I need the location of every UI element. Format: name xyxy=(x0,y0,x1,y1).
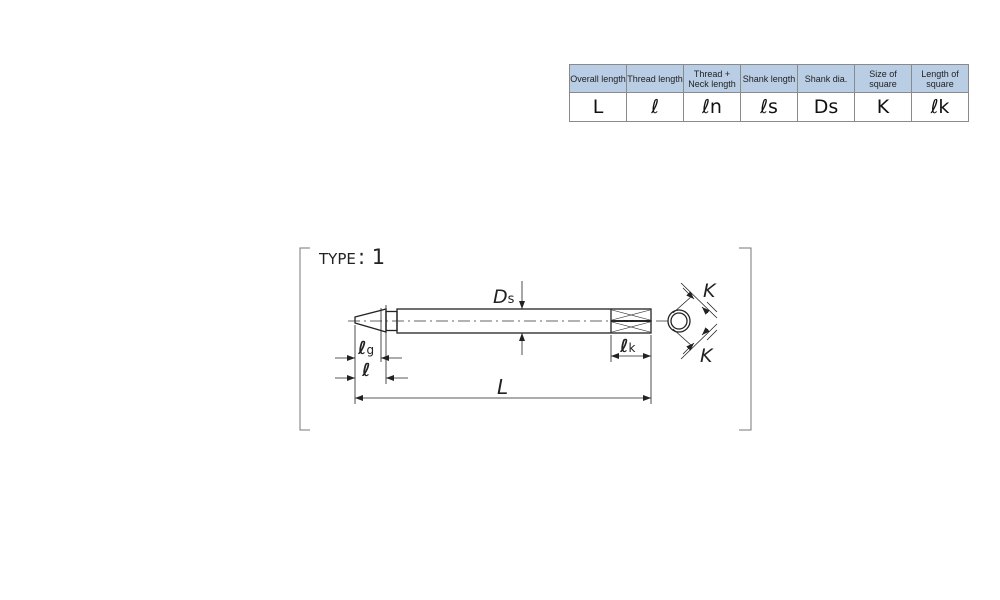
k-arrow-bottom xyxy=(682,342,695,355)
k-extension-lines xyxy=(672,282,718,360)
frame-brackets xyxy=(299,247,752,431)
lg-label: ℓg xyxy=(357,338,374,359)
type-number: : 1 xyxy=(358,245,385,269)
header-cell: Shank length xyxy=(740,64,798,93)
end-view xyxy=(667,309,691,333)
header-cell: Shank dia. xyxy=(797,64,855,93)
k-arrow-mid2 xyxy=(701,327,710,336)
table-header-row: Overall length Thread length Thread + Ne… xyxy=(569,64,969,93)
symbol-cell: K xyxy=(854,92,912,122)
symbol-cell: ℓk xyxy=(911,92,969,122)
table-symbol-row: L ℓ ℓn ℓs Ds K ℓk xyxy=(569,92,969,122)
extension-lines xyxy=(354,305,652,404)
type-label: TYPE xyxy=(318,250,356,268)
header-cell: Thread + Neck length xyxy=(683,64,741,93)
symbol-cell: ℓn xyxy=(683,92,741,122)
lk-label: ℓk xyxy=(619,336,636,357)
k-arrow-top xyxy=(682,287,695,300)
l-thread-label: ℓ xyxy=(361,360,371,381)
spec-table: Overall length Thread length Thread + Ne… xyxy=(569,64,969,122)
header-cell: Size of square xyxy=(854,64,912,93)
symbol-cell: L xyxy=(569,92,627,122)
k-arrow-mid xyxy=(701,306,710,315)
L-label: L xyxy=(497,375,508,399)
k-label-top: K xyxy=(703,280,717,302)
symbol-cell: ℓs xyxy=(740,92,798,122)
symbol-cell: Ds xyxy=(797,92,855,122)
k-label-bottom: K xyxy=(700,345,714,367)
header-cell: Overall length xyxy=(569,64,627,93)
ds-label: Ds xyxy=(493,286,515,308)
symbol-cell: ℓ xyxy=(626,92,684,122)
